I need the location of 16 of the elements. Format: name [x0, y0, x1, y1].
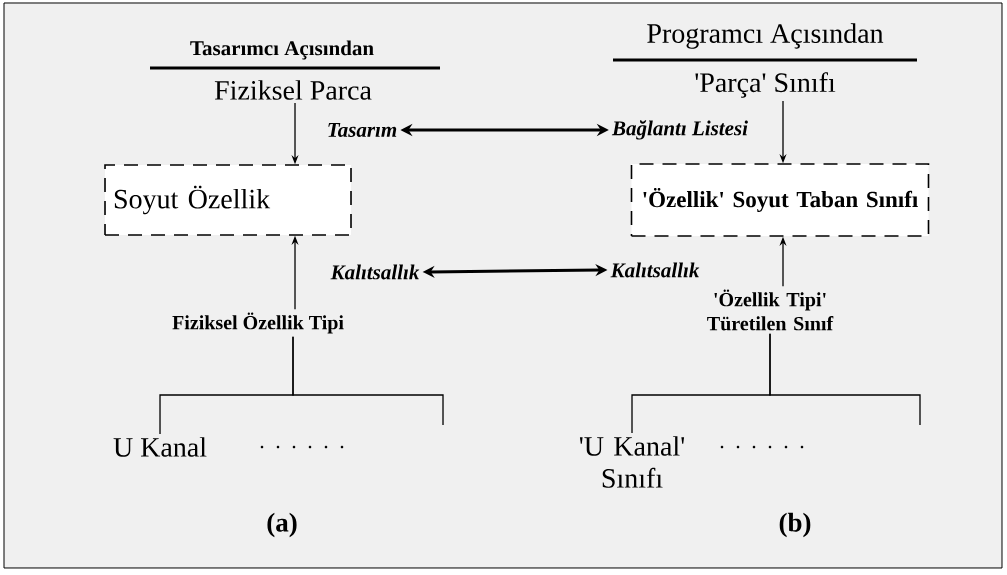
heading: Programcı Açısından — [647, 23, 884, 49]
node-text: Tasarım — [328, 123, 397, 137]
dashed-box: 'Özellik' Soyut Taban Sınıfı — [630, 163, 930, 237]
node-text: Kalıtsallık — [610, 262, 700, 278]
node-text: U Kanal — [113, 437, 207, 457]
node-text: Bağlantı Listesi — [611, 120, 748, 140]
node-text: Fiziksel Özellik Tipi — [172, 312, 344, 334]
panel-label: (a) — [267, 512, 297, 538]
heading: Tasarımcı Açısından — [190, 40, 374, 60]
node-text: Kalıtsallık — [330, 264, 420, 280]
node-text: Fiziksel Parca — [214, 80, 372, 100]
node-text: 'Özellik Tipi' Türetilen Sınıf — [707, 289, 834, 331]
panel-label: (b) — [779, 512, 811, 538]
dashed-box: Soyut Özellik — [104, 164, 352, 236]
node-text: 'U Kanal' Sınıfı — [579, 436, 685, 488]
node-text: 'Parça' Sınıfı — [695, 72, 836, 98]
